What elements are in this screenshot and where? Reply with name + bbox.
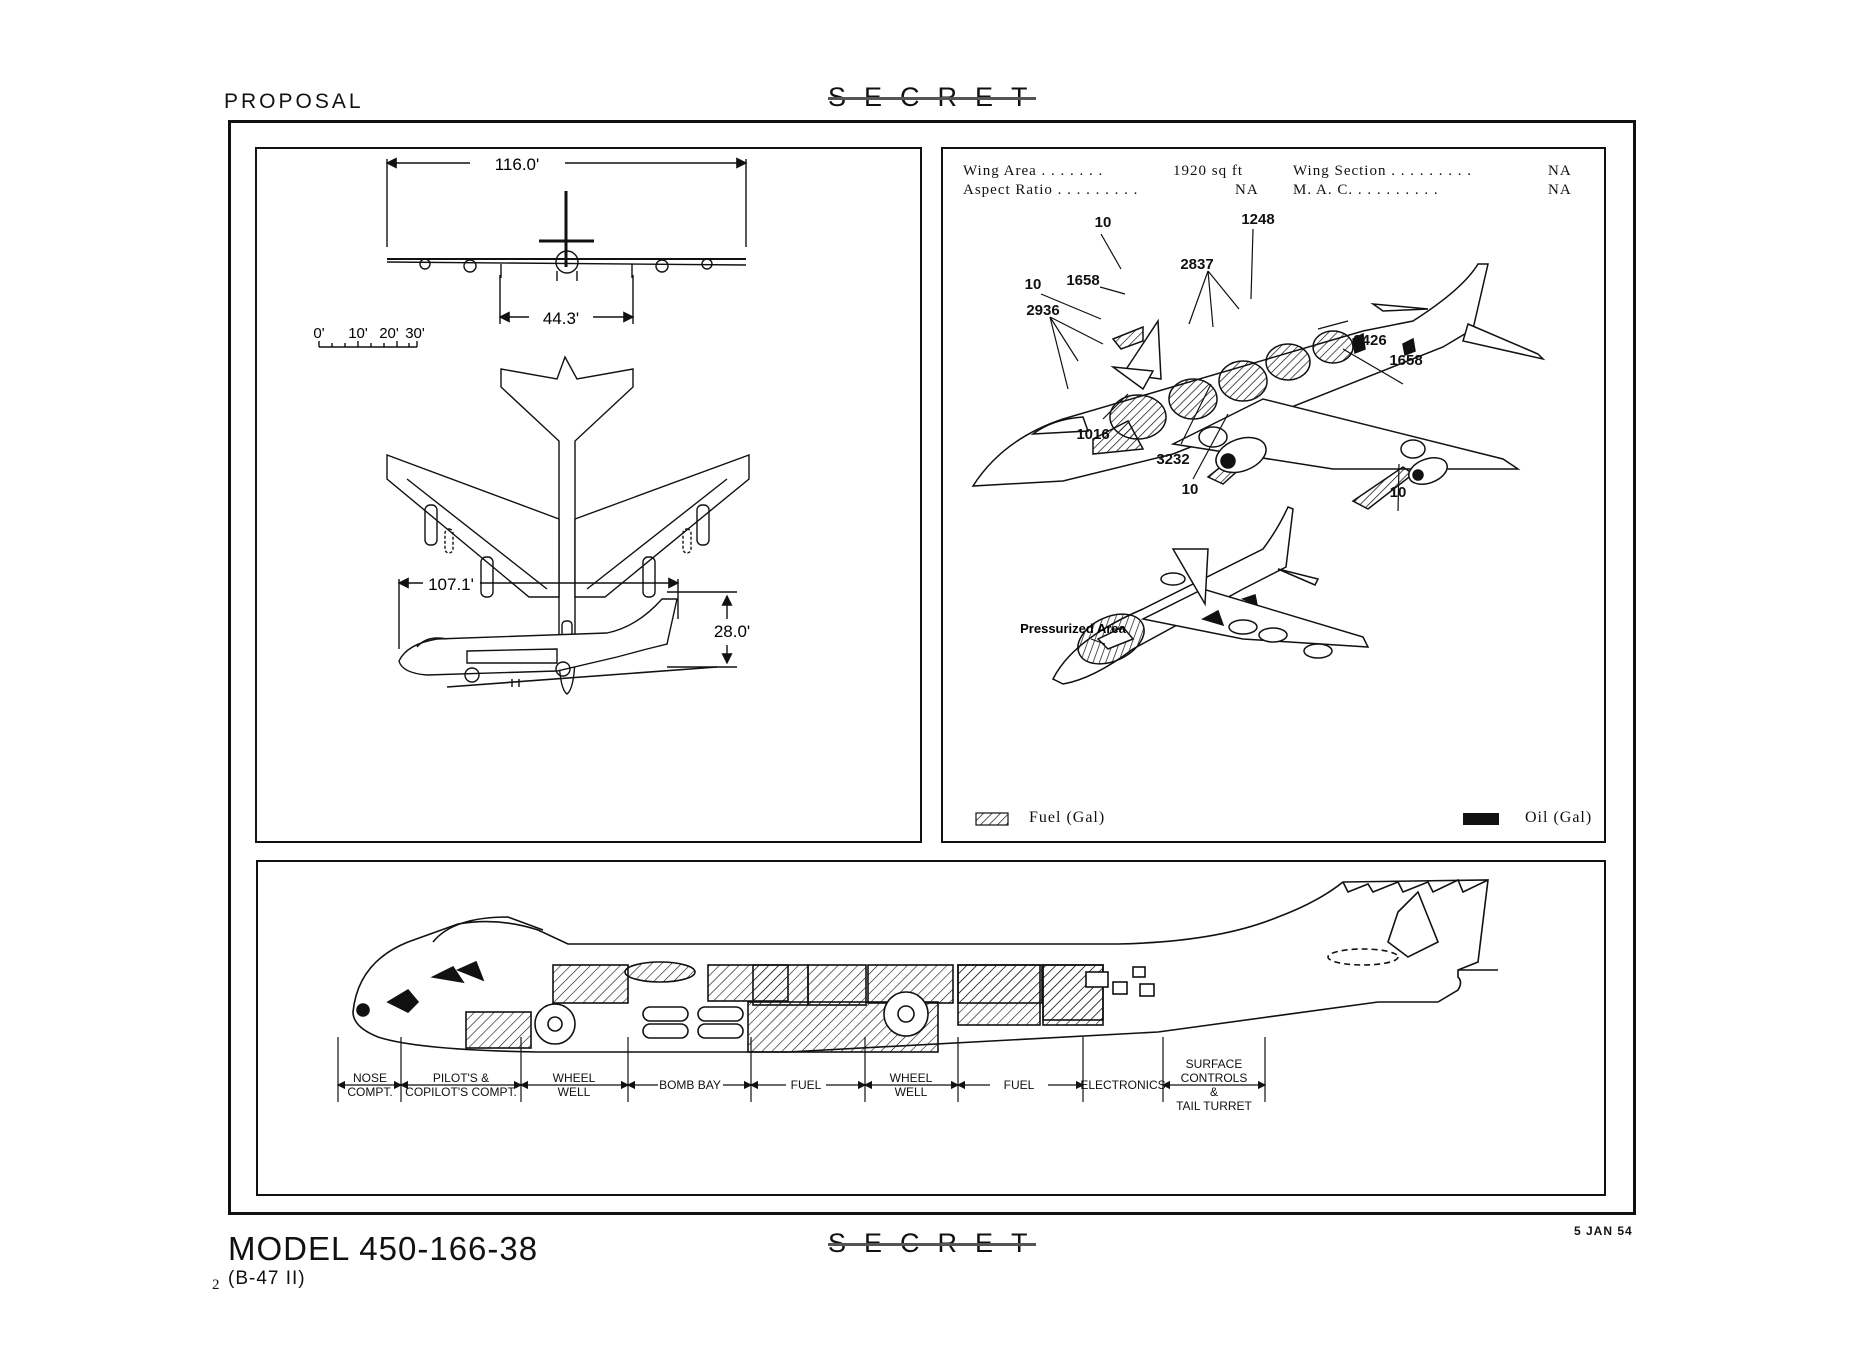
station-fuel-1: FUEL	[791, 1078, 822, 1092]
capacity-label: 10	[1390, 484, 1407, 501]
pressurized-area-label: Pressurized Area	[1020, 621, 1127, 636]
mac-value: NA	[1548, 182, 1572, 198]
scale-label-10: 10'	[348, 325, 368, 342]
station-wheel1-line1: WHEEL	[553, 1071, 596, 1085]
security-classification-top: SECRET	[828, 82, 1046, 112]
station-electronics: ELECTRONICS	[1080, 1078, 1165, 1092]
station-tail-line4: TAIL TURRET	[1176, 1099, 1252, 1113]
fuel-oil-panel: Wing Area . . . . . . . 1920 sq ft Aspec…	[941, 147, 1606, 843]
capacity-label: 10	[1025, 276, 1042, 293]
capacity-label: 1016	[1076, 426, 1109, 443]
drawing-border	[228, 120, 1636, 1215]
three-view-panel: 116.0' 44.3' 107.1' 28.0' 0' 10' 20' 30'	[255, 147, 922, 843]
aspect-ratio-value: NA	[1235, 182, 1259, 198]
capacity-label: 1658	[1389, 352, 1422, 369]
scale-label-20: 20'	[379, 325, 399, 342]
scale-label-30: 30'	[405, 325, 425, 342]
capacity-label: 1658	[1066, 272, 1099, 289]
station-tail-line2: CONTROLS	[1181, 1071, 1248, 1085]
wing-area-value: 1920 sq ft	[1173, 163, 1243, 179]
station-pilot-line1: PILOT'S &	[433, 1071, 489, 1085]
capacity-label: 10	[1095, 214, 1112, 231]
model-number: MODEL 450-166-38	[228, 1230, 539, 1267]
wing-section-label: Wing Section . . . . . . . . .	[1293, 163, 1472, 179]
span-dimension: 116.0'	[495, 155, 540, 174]
station-wheel1-line2: WELL	[558, 1085, 591, 1099]
station-wheel2-line1: WHEEL	[890, 1071, 933, 1085]
fuel-oil-drawing: 10 1248 10 1658 2837 2936 3426 1658 1016…	[971, 211, 1546, 826]
station-nose-line1: NOSE	[353, 1071, 387, 1085]
capacity-label: 2936	[1026, 302, 1059, 319]
station-fuel-2: FUEL	[1004, 1078, 1035, 1092]
station-tail-line3: &	[1210, 1085, 1218, 1099]
station-wheel2-line2: WELL	[895, 1085, 928, 1099]
model-designation: (B-47 II)	[228, 1268, 306, 1289]
security-classification-bottom: SECRET	[828, 1228, 1046, 1258]
station-bomb-bay: BOMB BAY	[659, 1078, 721, 1092]
page-number: 2	[212, 1277, 220, 1293]
inboard-profile-panel: NOSE COMPT. PILOT'S & COPILOT'S COMPT. W…	[256, 860, 1606, 1196]
height-dimension: 28.0'	[714, 622, 750, 641]
station-tail-line1: SURFACE	[1186, 1057, 1243, 1071]
capacity-label: 2837	[1180, 256, 1213, 273]
scale-label-0: 0'	[313, 325, 324, 342]
wing-area-label: Wing Area . . . . . . .	[963, 163, 1104, 179]
fuel-legend-swatch	[975, 812, 1009, 826]
proposal-label: PROPOSAL	[224, 90, 364, 113]
station-pilot-line2: COPILOT'S COMPT.	[405, 1085, 517, 1099]
aspect-ratio-label: Aspect Ratio . . . . . . . . .	[963, 182, 1139, 198]
capacity-label: 10	[1182, 481, 1199, 498]
document-date: 5 JAN 54	[1574, 1224, 1633, 1238]
length-dimension: 107.1'	[428, 575, 474, 594]
oil-legend-label: Oil (Gal)	[1525, 809, 1593, 826]
oil-legend-swatch	[1463, 813, 1499, 825]
capacity-label: 3426	[1353, 332, 1386, 349]
capacity-label: 1248	[1241, 211, 1274, 228]
station-nose-line2: COMPT.	[347, 1085, 392, 1099]
capacity-label: 3232	[1156, 451, 1189, 468]
inboard-profile-drawing: NOSE COMPT. PILOT'S & COPILOT'S COMPT. W…	[336, 878, 1498, 1113]
mac-label: M. A. C. . . . . . . . . .	[1293, 182, 1439, 198]
fuel-legend-label: Fuel (Gal)	[1029, 809, 1106, 826]
wing-section-value: NA	[1548, 163, 1572, 179]
three-view-drawing: 116.0' 44.3' 107.1' 28.0' 0' 10' 20' 30'	[313, 155, 750, 695]
tread-dimension: 44.3'	[543, 309, 579, 328]
